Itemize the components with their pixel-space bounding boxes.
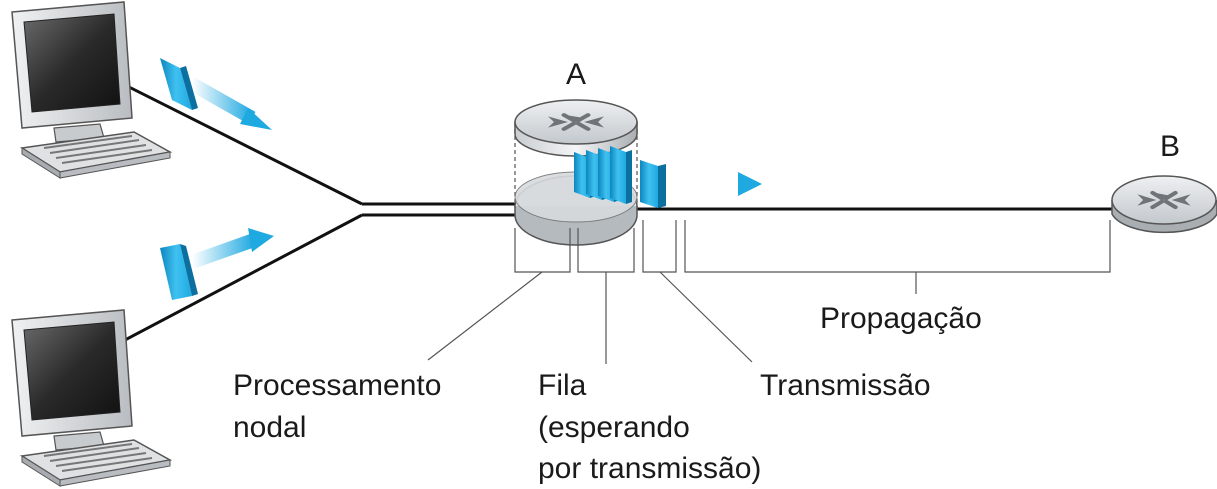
link-upper-host	[124, 83, 363, 206]
desktop-computer-icon	[11, 1, 171, 179]
router-b-label: B	[1160, 130, 1180, 163]
packet-icon	[640, 160, 666, 208]
transmission-label: Transmissão	[760, 369, 931, 402]
packet-icon	[160, 58, 198, 110]
queue-label-line2: (esperando	[538, 411, 690, 444]
processing-label-line1: Processamento	[233, 369, 441, 402]
router-icon	[1111, 175, 1217, 234]
motion-arrow-icon	[189, 228, 274, 269]
links	[124, 83, 1112, 342]
queue-label-line3: por transmissão)	[538, 452, 761, 485]
bracket-transmission	[642, 220, 677, 273]
desktop-computer-icon	[11, 309, 171, 487]
motion-arrow-icon	[670, 172, 762, 196]
link-lower-host	[124, 213, 363, 342]
packet-icon	[160, 244, 198, 300]
motion-arrow-icon	[188, 77, 272, 130]
bracket-processing	[514, 228, 571, 273]
propagation-label: Propagação	[820, 302, 982, 335]
packet-icon	[610, 146, 632, 204]
bracket-propagation	[684, 220, 1111, 273]
router-a-label: A	[566, 58, 586, 91]
processing-label-line2: nodal	[233, 411, 306, 444]
leader-lines	[427, 271, 917, 364]
delay-brackets	[514, 220, 1111, 273]
queue-label-line1: Fila	[538, 369, 587, 402]
queued-packets	[574, 146, 632, 204]
